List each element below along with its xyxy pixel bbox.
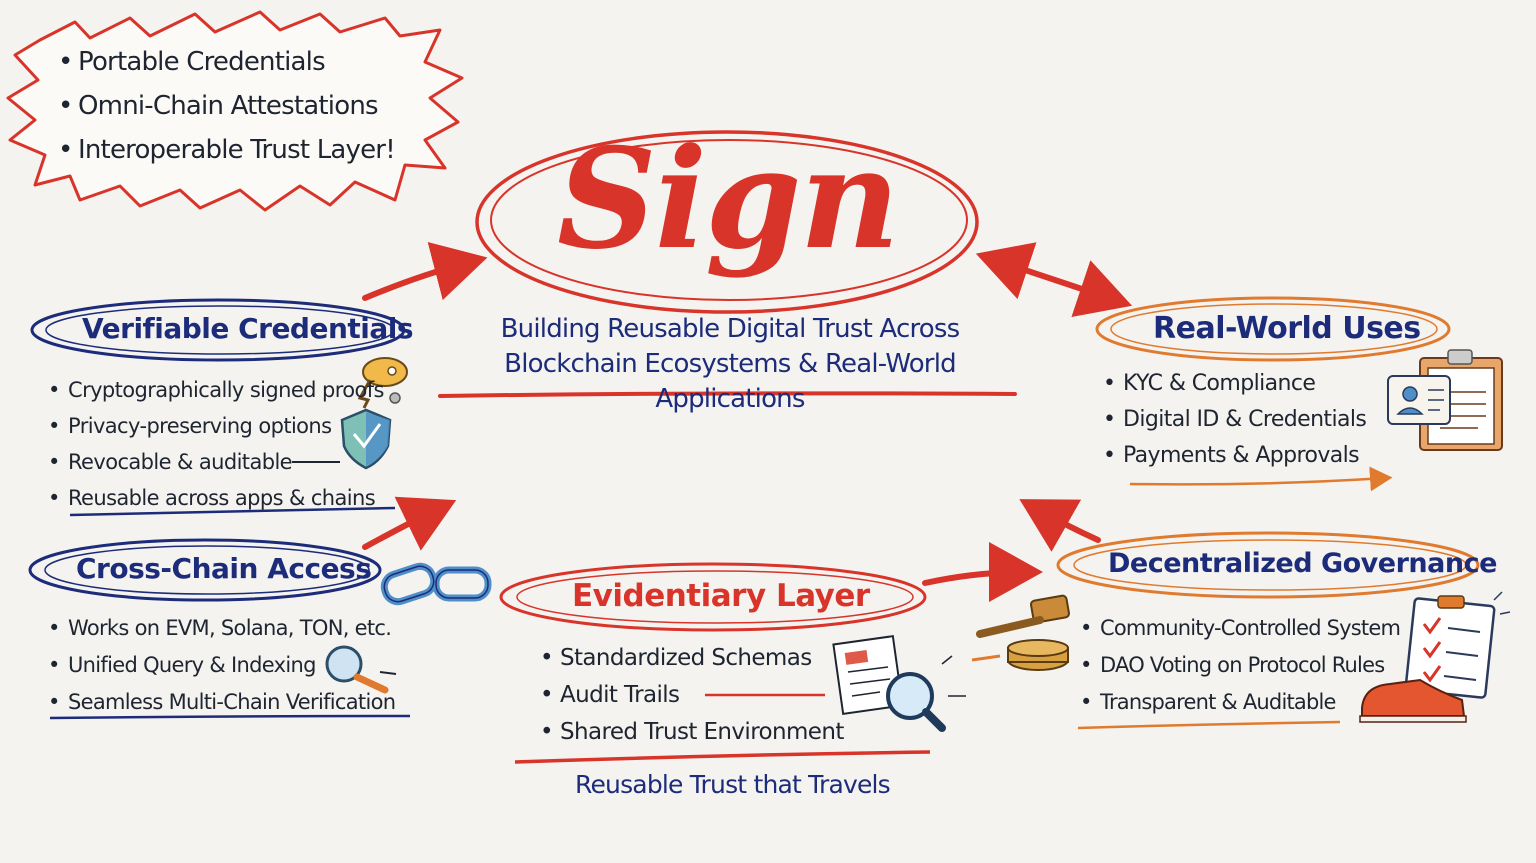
gov-list: Community-Controlled System DAO Voting o… (1080, 610, 1400, 721)
rw-item: Payments & Approvals (1103, 438, 1366, 474)
vc-item: Privacy-preserving options (48, 408, 384, 444)
id-card-clipboard-icon (1388, 350, 1502, 450)
arrow-ev-to-gov (925, 572, 1025, 583)
ev-item: Standardized Schemas (540, 640, 844, 677)
ev-list: Standardized Schemas Audit Trails Shared… (540, 640, 844, 751)
gov-item: Community-Controlled System (1080, 610, 1400, 647)
cc-list: Works on EVM, Solana, TON, etc. Unified … (48, 610, 395, 721)
arrow-logo-realworld (1010, 265, 1115, 300)
ev-underline (515, 752, 930, 762)
vc-list: Cryptographically signed proofs Privacy-… (48, 372, 384, 516)
tagline-line-2: Blockchain Ecosystems & Real-World Appli… (430, 347, 1030, 417)
callout-item: Portable Credentials (58, 40, 395, 84)
callout-list: Portable Credentials Omni-Chain Attestat… (58, 40, 395, 172)
ev-footer: Reusable Trust that Travels (575, 770, 890, 799)
gov-underline (1078, 722, 1340, 728)
cc-item: Works on EVM, Solana, TON, etc. (48, 610, 395, 647)
gov-title: Decentralized Governance (1108, 548, 1497, 579)
sign-logo: Sign (485, 130, 970, 268)
cc-item: Unified Query & Indexing (48, 647, 395, 684)
ev-item: Audit Trails (540, 677, 844, 714)
vc-item: Revocable & auditable (48, 444, 384, 480)
vc-item: Reusable across apps & chains (48, 480, 384, 516)
callout-item: Omni-Chain Attestations (58, 84, 395, 128)
gov-item: DAO Voting on Protocol Rules (1080, 647, 1400, 684)
gavel-icon (972, 595, 1070, 670)
cc-item: Seamless Multi-Chain Verification (48, 684, 395, 721)
ev-item: Shared Trust Environment (540, 714, 844, 751)
arrow-vc-to-logo (365, 262, 470, 298)
rw-list: KYC & Compliance Digital ID & Credential… (1103, 366, 1366, 474)
vc-item: Cryptographically signed proofs (48, 372, 384, 408)
gov-item: Transparent & Auditable (1080, 684, 1400, 721)
rw-item: KYC & Compliance (1103, 366, 1366, 402)
rw-item: Digital ID & Credentials (1103, 402, 1366, 438)
cc-title: Cross-Chain Access (76, 552, 371, 585)
tagline: Building Reusable Digital Trust Across B… (430, 312, 1030, 417)
tagline-line-1: Building Reusable Digital Trust Across (430, 312, 1030, 347)
rw-title: Real-World Uses (1153, 311, 1421, 346)
vc-title: Verifiable Credentials (82, 312, 413, 345)
document-magnifier-icon (833, 636, 966, 728)
callout-item: Interoperable Trust Layer! (58, 128, 395, 172)
chain-link-icon (381, 563, 488, 605)
ev-title: Evidentiary Layer (572, 578, 870, 614)
arrow-gov-to-center (1035, 508, 1098, 540)
rw-underline-arrow (1130, 478, 1385, 484)
